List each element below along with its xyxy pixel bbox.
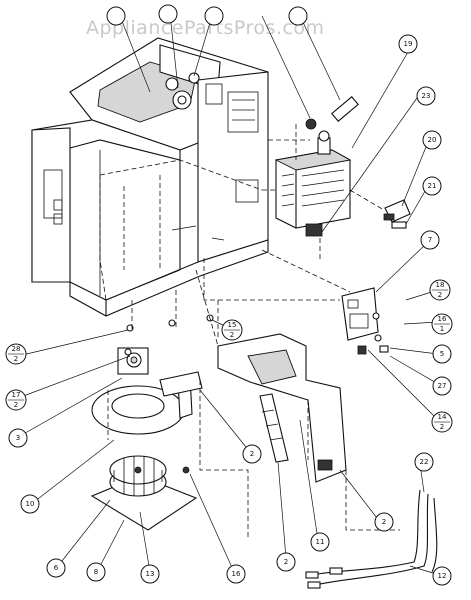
- duct-strip: [259, 393, 289, 463]
- control-board: [341, 287, 389, 355]
- callout-12: 12: [432, 566, 452, 586]
- callout-14-qty: 2: [440, 423, 444, 431]
- callout-15: 15 2: [221, 319, 243, 341]
- callout-2b: 2: [276, 552, 296, 572]
- callout-8-label: 8: [94, 568, 98, 576]
- callout-13-label: 13: [146, 570, 155, 578]
- callout-16-number: 16: [438, 315, 447, 323]
- callout-5-label: 5: [440, 350, 444, 358]
- callout-10-label: 10: [26, 500, 35, 508]
- callout-23: 23: [416, 86, 436, 106]
- callout-16b-label: 16: [232, 570, 241, 578]
- callout-14-number: 14: [438, 413, 447, 421]
- callout-18-qty: 2: [438, 291, 442, 299]
- callout-5: 5: [432, 344, 452, 364]
- callout-12-label: 12: [438, 572, 447, 580]
- callout-8: 8: [86, 562, 106, 582]
- callout-21-label: 21: [428, 182, 437, 190]
- callout-28-number: 28: [12, 345, 21, 353]
- callout-3: 3: [8, 428, 28, 448]
- callout-28: 28 2: [5, 343, 27, 365]
- top-small-parts: [305, 96, 359, 130]
- callout-15-number: 15: [228, 321, 237, 329]
- callout-6-label: 6: [54, 564, 59, 572]
- callout-3-label: 3: [16, 434, 20, 442]
- callout-13: 13: [140, 564, 160, 584]
- callout-15-qty: 2: [230, 331, 234, 339]
- callout-top-2: [158, 4, 178, 24]
- callout-17-qty: 2: [14, 401, 18, 409]
- callout-28-qty: 2: [14, 355, 18, 363]
- callout-27-label: 27: [438, 382, 447, 390]
- callout-7: 7: [420, 230, 440, 250]
- callout-18: 18 2: [429, 279, 451, 301]
- callout-16: 16 1: [431, 313, 453, 335]
- callout-11: 11: [310, 532, 330, 552]
- callout-22: 22: [414, 452, 434, 472]
- screws: [124, 314, 214, 474]
- callout-2a: 2: [242, 444, 262, 464]
- fan-assembly: [91, 347, 203, 435]
- callout-10: 10: [20, 494, 40, 514]
- callout-23-label: 23: [422, 92, 431, 100]
- callout-20: 20: [422, 130, 442, 150]
- oven-chassis: [31, 37, 269, 317]
- callout-top-1: [106, 6, 126, 26]
- callout-17-number: 17: [12, 391, 21, 399]
- callout-2b-label: 2: [284, 558, 288, 566]
- callout-6: 6: [46, 558, 66, 578]
- callout-16b: 16: [226, 564, 246, 584]
- callout-2c: 2: [374, 512, 394, 532]
- callout-14: 14 2: [431, 411, 453, 433]
- callout-19-label: 19: [404, 40, 413, 48]
- magnetron: [274, 130, 352, 237]
- callout-top-4: [288, 6, 308, 26]
- callout-top-3: [204, 6, 224, 26]
- callout-16-qty: 1: [440, 325, 444, 333]
- callout-2a-label: 2: [250, 450, 254, 458]
- callout-18-number: 18: [436, 281, 445, 289]
- callout-7-label: 7: [428, 236, 432, 244]
- watermark-text: AppliancePartsPros.com: [86, 17, 325, 39]
- callout-27: 27: [432, 376, 452, 396]
- thermal-protector: [383, 199, 411, 229]
- wire-harness: [305, 489, 438, 589]
- blower-wheel: [90, 455, 198, 531]
- leader-lines: [17, 13, 439, 575]
- callout-22-label: 22: [420, 458, 429, 466]
- callout-20-label: 20: [428, 136, 437, 144]
- callout-21: 21: [422, 176, 442, 196]
- callout-19: 19: [398, 34, 418, 54]
- callout-17: 17 2: [5, 389, 27, 411]
- callout-2c-label: 2: [382, 518, 386, 526]
- callout-11-label: 11: [316, 538, 325, 546]
